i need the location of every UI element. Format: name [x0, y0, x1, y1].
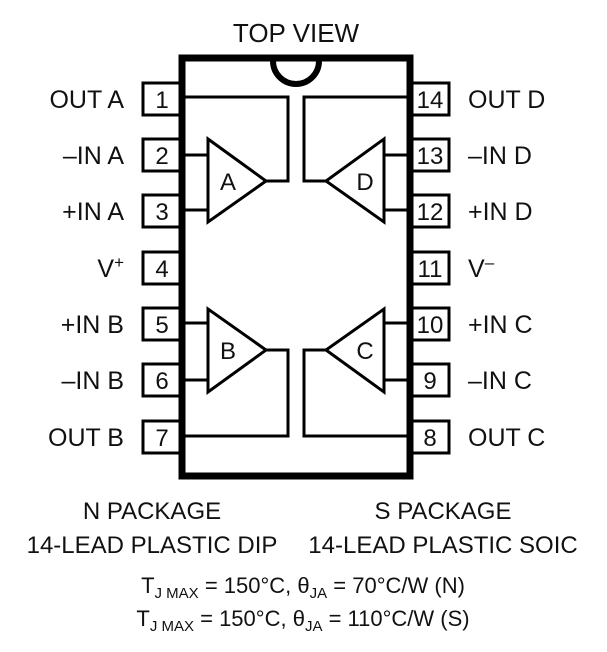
pin-label: +IN B — [61, 311, 124, 339]
vplus-sup: + — [114, 253, 124, 272]
internal-wiring — [182, 95, 410, 438]
pin-label: –IN C — [468, 367, 532, 395]
pin-label: +IN A — [62, 198, 124, 226]
pin-number: 11 — [418, 256, 443, 283]
pin-box-14 — [408, 81, 451, 117]
diagram-title: TOP VIEW — [233, 18, 360, 48]
amp-d-triangle — [323, 136, 386, 225]
n-package-name: N PACKAGE — [83, 498, 221, 525]
pin-label-vminus: V– — [468, 253, 495, 283]
pin-box-1 — [141, 81, 184, 117]
ic-body — [178, 54, 414, 480]
wire-out-c — [302, 348, 410, 438]
pin-box-4 — [141, 250, 184, 286]
pin-number: 6 — [155, 368, 168, 395]
amp-d-label: D — [356, 169, 373, 196]
pin-number: 8 — [423, 425, 436, 452]
s-package-desc: 14-LEAD PLASTIC SOIC — [308, 532, 577, 559]
right-pin-labels: OUT D –IN D +IN D V– +IN C –IN C OUT C — [468, 86, 545, 452]
pin-label: +IN C — [468, 311, 533, 339]
pin-label: OUT C — [468, 424, 545, 452]
left-pin-labels: OUT A –IN A +IN A V+ +IN B –IN B OUT B — [48, 86, 124, 452]
thermal-note-s: TJ MAX = 150°C, θJA = 110°C/W (S) — [136, 606, 469, 635]
pin-number: 14 — [417, 87, 444, 114]
n-package-desc: 14-LEAD PLASTIC DIP — [27, 532, 278, 559]
s-package-name: S PACKAGE — [375, 498, 512, 525]
pin-label: –IN B — [61, 367, 124, 395]
vplus-label: V — [97, 255, 114, 283]
pin-number: 5 — [155, 312, 168, 339]
pin-number: 13 — [417, 143, 444, 170]
amp-a-triangle — [206, 136, 269, 225]
amp-c-triangle — [323, 306, 386, 395]
vminus-sup: – — [485, 253, 495, 272]
right-pin-numbers: 14 13 12 11 10 9 8 — [417, 87, 444, 452]
pin-box-11 — [408, 250, 451, 286]
left-pin-numbers: 1 2 3 4 5 6 7 — [155, 87, 168, 452]
pin-number: 10 — [417, 312, 444, 339]
amp-b-triangle — [206, 306, 269, 395]
pin-number: 2 — [155, 143, 168, 170]
wire-out-a — [182, 95, 290, 183]
pin-number: 12 — [417, 199, 444, 226]
amp-a-label: A — [220, 169, 236, 196]
vminus-label: V — [468, 255, 485, 283]
pin-number: 7 — [155, 425, 168, 452]
thermal-note-n: TJ MAX = 150°C, θJA = 70°C/W (N) — [141, 573, 465, 602]
pin-number: 3 — [155, 199, 168, 226]
amp-b-label: B — [220, 338, 236, 365]
wire-out-d — [302, 95, 410, 183]
pin-label: OUT D — [468, 86, 545, 114]
pin1-notch — [270, 60, 322, 87]
amplifiers — [206, 136, 386, 395]
pin-label: OUT A — [49, 86, 124, 114]
pin-label-vplus: V+ — [97, 253, 124, 283]
pin-label: –IN A — [63, 142, 124, 170]
wire-out-b — [182, 348, 290, 438]
pin-number: 1 — [155, 87, 168, 114]
pin-number: 9 — [423, 368, 436, 395]
pin-label: –IN D — [468, 142, 532, 170]
pin-label: +IN D — [468, 198, 533, 226]
pin-number: 4 — [155, 256, 168, 283]
pin-label: OUT B — [48, 424, 124, 452]
amp-c-label: C — [356, 338, 373, 365]
